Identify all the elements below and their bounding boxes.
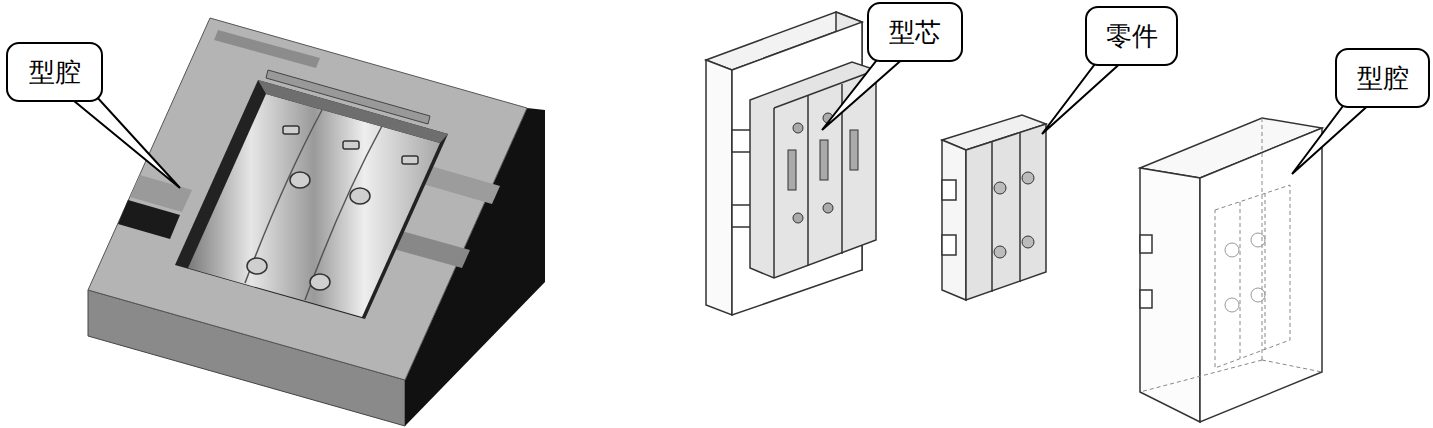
core-part (706, 12, 876, 315)
callout-bubble: 型芯 (867, 2, 963, 62)
callout-label: 型腔 (1357, 64, 1409, 93)
callout-tail (68, 56, 1372, 188)
callout-bubble: 零件 (1085, 6, 1178, 66)
callout-label: 型芯 (889, 18, 941, 47)
cavity-block (88, 18, 545, 426)
cavity-block-transparent (1140, 118, 1322, 422)
callout-label: 型腔 (29, 58, 81, 87)
callout-bubble: 型腔 (1335, 48, 1430, 108)
molded-part (942, 115, 1046, 300)
callout-bubble: 型腔 (6, 42, 103, 102)
callout-label: 零件 (1106, 22, 1158, 51)
